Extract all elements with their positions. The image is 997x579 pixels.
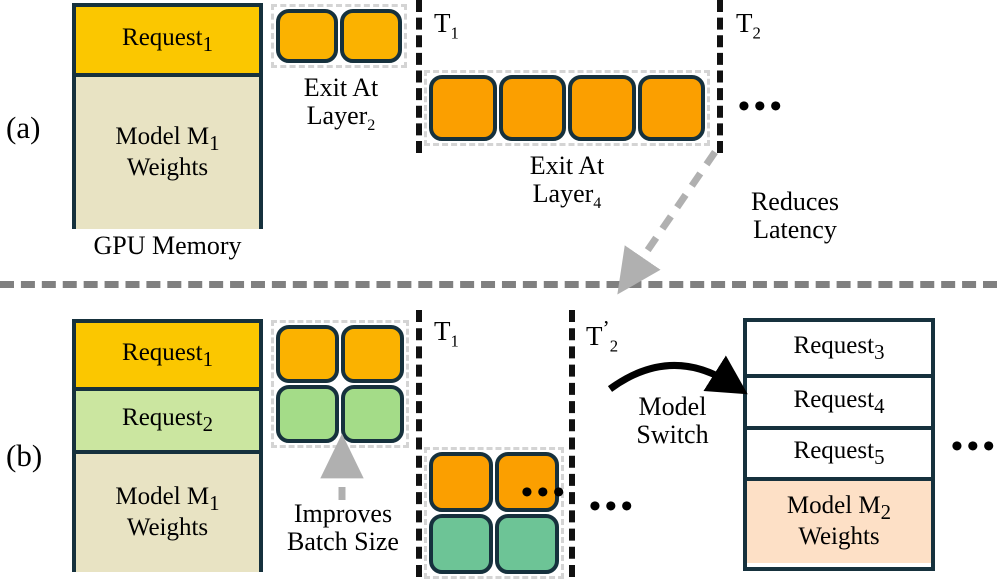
memory-band-label: Request1 — [122, 23, 213, 56]
request-queue-stack: Request3 Request4 Request5 Model M2 Weig… — [743, 318, 935, 571]
ellipsis-b-right: ••• — [951, 428, 997, 465]
gpu-memory-stack-b: Request1 Request2 Model M1 Weights — [72, 319, 263, 572]
panel-separator — [0, 281, 997, 288]
memory-band-label-line2: Weights — [126, 154, 209, 182]
queue-band-request4: Request4 — [747, 374, 931, 426]
panel-b-tag: (b) — [6, 438, 43, 473]
memory-band-label: Request2 — [122, 404, 213, 437]
caption-line-1: Exit At — [529, 151, 605, 180]
exit-at-layer-2-token-group — [271, 4, 407, 68]
annotation-line-1: Model — [638, 392, 707, 421]
memory-band-model-weights-b: Model M1 Weights — [76, 450, 259, 572]
queue-band-label-line2: Weights — [798, 523, 880, 551]
ellipsis-b-mid: ••• — [521, 474, 569, 511]
memory-band-request1-a: Request1 — [76, 7, 259, 73]
memory-band-request1-b: Request1 — [76, 323, 259, 387]
annotation-line-2: Batch Size — [287, 527, 399, 557]
token-box — [341, 325, 404, 383]
token-box — [429, 514, 493, 574]
reduces-latency-annotation: Reduces Latency — [700, 187, 890, 245]
memory-band-label-line1: Model M1 — [115, 483, 220, 516]
token-box — [637, 75, 705, 141]
ellipsis-a: ••• — [738, 88, 786, 125]
queue-band-label: Request4 — [793, 385, 885, 418]
ellipsis-b-timeline: ••• — [589, 488, 637, 525]
caption-line-2: Layer4 — [532, 179, 602, 213]
improves-batch-size-annotation: Improves Batch Size — [268, 499, 418, 557]
queue-band-label: Request5 — [793, 437, 885, 470]
model-switch-annotation: Model Switch — [605, 392, 740, 450]
token-box — [568, 75, 636, 141]
batch-grid-t1 — [424, 447, 564, 579]
model-switch-arrow — [607, 355, 748, 395]
exit-at-layer-2-caption: Exit At Layer2 — [271, 73, 411, 135]
annotation-line-1: Reduces — [750, 187, 840, 216]
annotation-line-2: Latency — [753, 215, 837, 245]
token-box — [276, 325, 339, 383]
annotation-line-1: Improves — [293, 499, 393, 528]
token-box — [276, 385, 339, 443]
batch-grid-t0 — [271, 320, 409, 448]
exit-at-layer-4-caption: Exit At Layer4 — [424, 151, 710, 213]
caption-line-1: Exit At — [303, 73, 379, 102]
memory-band-label: Request1 — [122, 338, 213, 371]
timeline-t1-b — [416, 310, 422, 577]
panel-a-tag: (a) — [6, 110, 41, 145]
queue-band-label: Request3 — [793, 331, 885, 364]
token-box — [429, 452, 493, 512]
caption-line-2: Layer2 — [306, 101, 376, 135]
token-box — [276, 9, 338, 63]
gpu-memory-caption-a: GPU Memory — [93, 231, 242, 260]
queue-band-label-line1: Model M2 — [786, 492, 892, 525]
timeline-t2-a — [717, 0, 723, 153]
timeline-t1-a — [416, 0, 422, 153]
annotation-line-2: Switch — [636, 420, 709, 450]
token-box — [340, 9, 402, 63]
memory-band-label-line1: Model M1 — [115, 123, 220, 156]
timeline-t1-label-a: T1 — [434, 8, 459, 43]
token-box — [498, 75, 566, 141]
memory-band-label-line2: Weights — [126, 514, 209, 542]
timeline-t2prime-label-b: T’2 — [586, 316, 619, 356]
timeline-t2-label-a: T2 — [736, 8, 761, 43]
gpu-memory-stack-a: Request1 Model M1 Weights — [72, 3, 263, 229]
token-box — [341, 385, 404, 443]
queue-band-model-m2-weights: Model M2 Weights — [747, 477, 931, 563]
memory-band-model-weights-a: Model M1 Weights — [76, 73, 259, 229]
token-box — [429, 75, 497, 141]
timeline-t2prime-b — [569, 310, 575, 577]
timeline-t1-label-b: T1 — [434, 316, 459, 351]
exit-at-layer-4-token-group — [424, 70, 710, 146]
memory-band-request2-b: Request2 — [76, 387, 259, 450]
token-box — [495, 514, 559, 574]
token-box — [495, 452, 559, 512]
queue-band-request5: Request5 — [747, 426, 931, 477]
queue-band-request3: Request3 — [747, 322, 931, 374]
